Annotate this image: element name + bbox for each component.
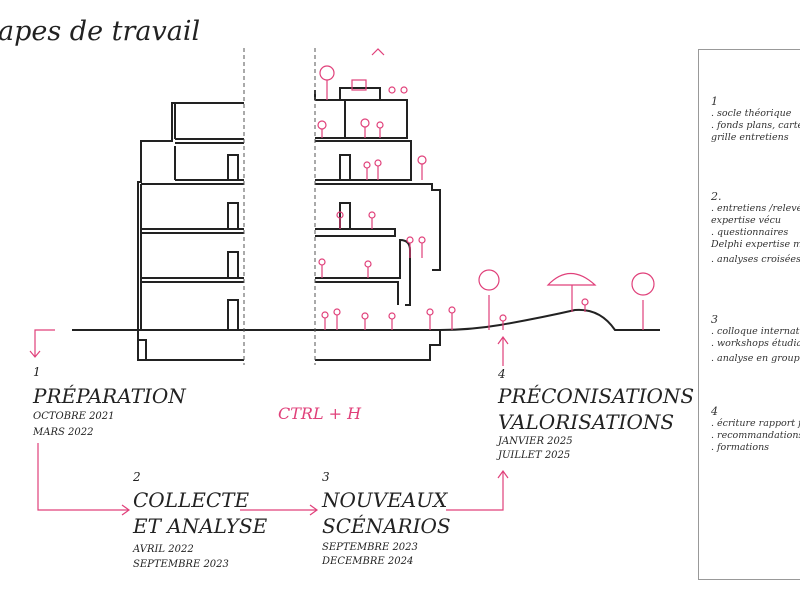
side-panel: 1 . socle théorique . fonds plans, carte… — [698, 49, 800, 580]
phase-2-name-line2: ET ANALYSE — [133, 514, 268, 538]
flow-arrows — [29, 329, 509, 516]
panel-item: . recommandations — [711, 430, 800, 441]
phase-1-date-start: OCTOBRE 2021 — [33, 411, 115, 422]
panel-group-3-number: 3 — [711, 313, 718, 326]
arrow-3-4 — [446, 472, 504, 511]
phase-3-date-end: DECEMBRE 2024 — [322, 556, 414, 567]
phase-3-date-start: SEPTEMBRE 2023 — [322, 542, 418, 553]
panel-group-4: 4 . écriture rapport f . recommandations… — [711, 405, 800, 454]
section-cut-lines — [243, 48, 316, 365]
pink-figures — [317, 48, 655, 330]
phase-2-date-start: AVRIL 2022 — [133, 544, 194, 555]
phase-1-name: PRÉPARATION — [33, 384, 186, 408]
phase-4-date-end: JUILLET 2025 — [498, 450, 571, 461]
panel-item: . fonds plans, carte — [711, 120, 800, 131]
phase-2-name-line1: COLLECTE — [133, 488, 250, 512]
panel-item: . analyse en groupe — [711, 353, 800, 364]
panel-item: . formations — [711, 442, 770, 453]
phase-4-name-line1: PRÉCONISATIONS — [498, 384, 695, 408]
page-title: apes de travail — [0, 16, 201, 47]
panel-item: expertise vécu — [711, 215, 782, 226]
panel-item: . analyses croisées — [711, 254, 800, 265]
ground-line — [72, 308, 660, 331]
phase-2-number: 2 — [133, 470, 141, 484]
panel-group-2-number: 2. — [711, 190, 722, 203]
phase-4-number: 4 — [498, 367, 506, 381]
panel-item: . questionnaires — [711, 227, 789, 238]
phase-1-date-end: MARS 2022 — [33, 427, 94, 438]
panel-group-4-number: 4 — [711, 405, 718, 418]
right-building — [314, 87, 441, 361]
panel-item: Delphi expertise m — [711, 239, 800, 250]
phase-3-name-line2: SCÉNARIOS — [322, 514, 451, 538]
panel-item: . écriture rapport f — [711, 418, 800, 429]
panel-group-1: 1 . socle théorique . fonds plans, carte… — [711, 95, 800, 144]
phase-3-name-line1: NOUVEAUX — [322, 488, 448, 512]
annotation-label: CTRL + H — [278, 404, 362, 423]
phase-4-date-start: JANVIER 2025 — [498, 436, 573, 447]
left-building — [137, 102, 244, 361]
panel-item: . workshops étudia — [711, 338, 800, 349]
panel-item: . socle théorique — [711, 108, 792, 119]
arrow-1-2 — [37, 443, 128, 511]
panel-group-1-number: 1 — [711, 95, 718, 108]
panel-group-3: 3 . colloque internati . workshops étudi… — [711, 313, 800, 365]
panel-group-2: 2. . entretiens /relevés expertise vécu … — [711, 190, 800, 266]
phase-2-date-end: SEPTEMBRE 2023 — [133, 559, 229, 570]
phase-3-number: 3 — [322, 470, 330, 484]
panel-item: grille entretiens — [711, 132, 789, 143]
start-arrow — [34, 329, 55, 356]
phase-4-name-line2: VALORISATIONS — [498, 410, 675, 434]
panel-item: . colloque internati — [711, 326, 800, 337]
panel-item: . entretiens /relevés — [711, 203, 800, 214]
phase-1-number: 1 — [33, 365, 41, 379]
